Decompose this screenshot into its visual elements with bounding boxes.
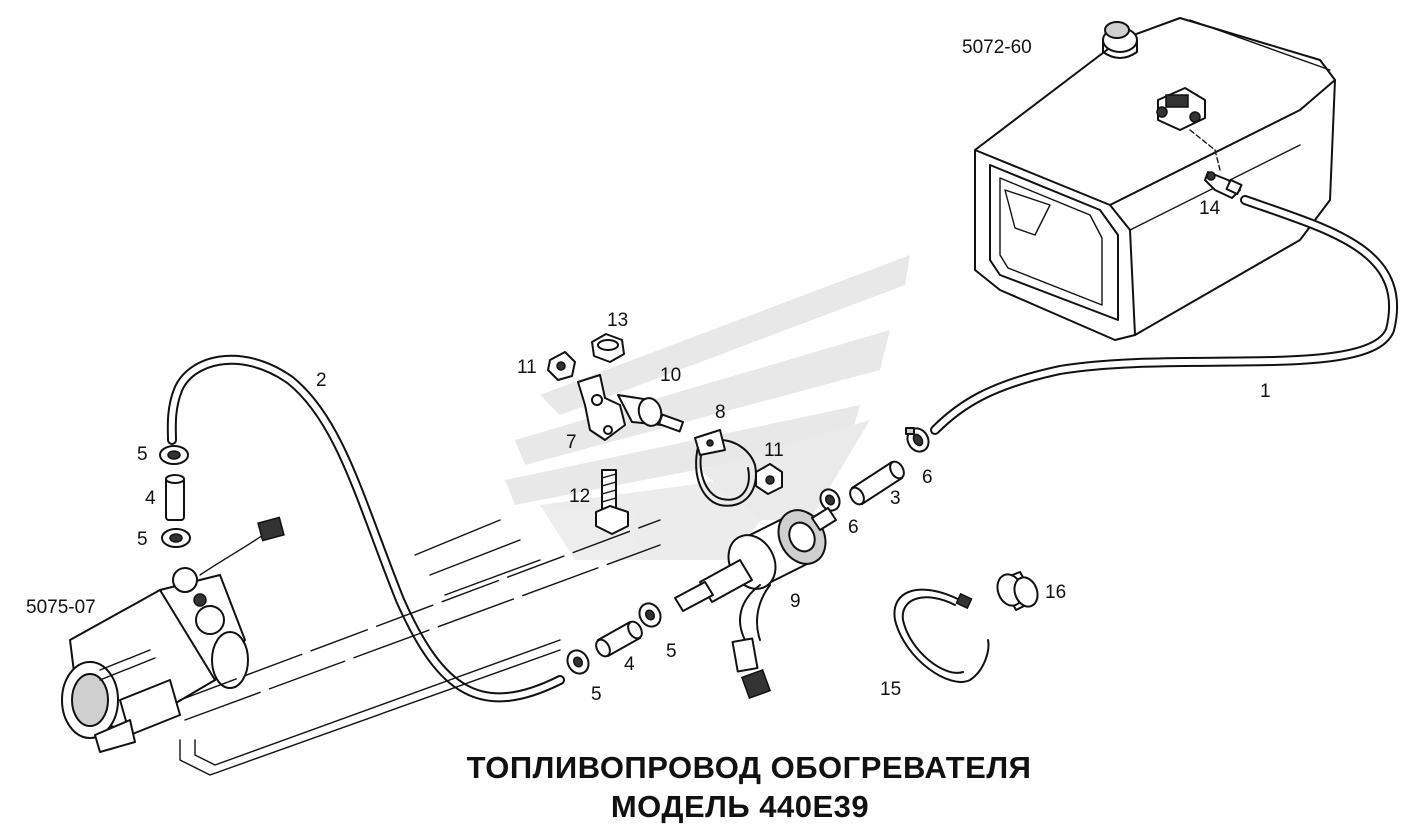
nut-11-lower — [755, 463, 783, 495]
callout-9: 9 — [790, 591, 801, 612]
tank-reference-label: 5072-60 — [962, 37, 1032, 58]
hose-sleeve-4-heater — [165, 474, 185, 521]
pump-clamp-8 — [694, 429, 757, 507]
callout-1: 1 — [1260, 381, 1271, 402]
hose-clamp-5-lower — [566, 649, 590, 675]
nut-13 — [591, 333, 625, 363]
callout-11-upper: 11 — [517, 357, 537, 378]
callout-13: 13 — [607, 310, 628, 331]
mounting-bracket — [577, 374, 626, 441]
callout-16: 16 — [1045, 582, 1066, 603]
callout-11-lower: 11 — [764, 440, 784, 461]
callout-5-pump: 5 — [666, 641, 677, 662]
stud-10 — [617, 394, 685, 433]
callout-10: 10 — [660, 365, 681, 386]
callout-5-heater-upper: 5 — [137, 444, 148, 465]
tank-sender-unit — [1156, 87, 1221, 171]
nut-11-upper — [547, 351, 576, 381]
watermark-logo — [505, 255, 910, 560]
tank-outlet-fitting — [1204, 171, 1243, 199]
diagram-title-line-1: ТОПЛИВОПРОВОД ОБОГРЕВАТЕЛЯ — [467, 750, 1032, 785]
callout-6-lower: 6 — [848, 517, 859, 538]
callout-7: 7 — [566, 432, 577, 453]
callout-2: 2 — [316, 370, 327, 391]
heater-reference-label: 5075-07 — [26, 597, 96, 618]
hose-clamp-6-lower — [819, 488, 841, 512]
callout-4-heater: 4 — [145, 488, 156, 509]
hose-sleeve-4-pump — [595, 620, 643, 658]
callout-8: 8 — [715, 402, 726, 423]
fuel-pump — [674, 507, 837, 700]
callout-15: 15 — [880, 679, 901, 700]
cable-strap-15 — [893, 588, 990, 683]
spacer-16 — [996, 571, 1039, 611]
fuel-tank — [974, 17, 1336, 341]
callout-6-upper: 6 — [922, 467, 933, 488]
callout-12: 12 — [569, 486, 590, 507]
callout-3: 3 — [890, 488, 901, 509]
fuel-hose-2 — [166, 354, 565, 703]
hose-clamp-5-heater-lower — [161, 528, 191, 548]
hose-clamp-5-heater-upper — [159, 445, 189, 465]
bolt-12 — [595, 469, 629, 535]
callout-5-heater-lower: 5 — [137, 529, 148, 550]
hose-sleeve-3 — [849, 460, 905, 506]
callout-4-pump: 4 — [624, 654, 635, 675]
frame-outline — [179, 519, 661, 776]
heater-unit — [61, 516, 285, 753]
callout-5-lower: 5 — [591, 684, 602, 705]
fuel-hose-1 — [930, 195, 1398, 435]
hose-clamp-6-upper — [905, 427, 930, 453]
hose-clamp-5-pump — [638, 602, 662, 628]
callout-14: 14 — [1199, 198, 1221, 219]
diagram-title-line-2: МОДЕЛЬ 440E39 — [611, 789, 869, 824]
